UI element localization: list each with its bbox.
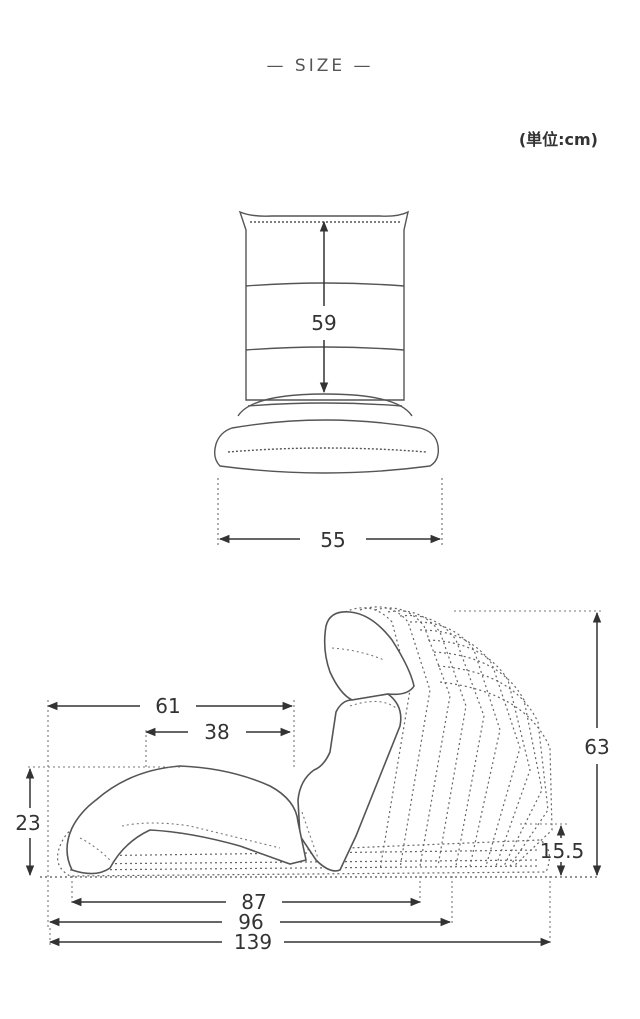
size-heading: — SIZE — xyxy=(266,56,374,76)
dim-headrest-depth xyxy=(144,727,292,770)
dim-overall-height xyxy=(454,610,604,877)
label-depth-a: 87 xyxy=(241,890,266,914)
unit-label: (単位:cm) xyxy=(518,130,598,149)
label-seat-height: 23 xyxy=(15,811,40,835)
dim-top-depth xyxy=(46,700,295,930)
label-overall-height: 63 xyxy=(584,735,609,759)
label-depth-flat: 139 xyxy=(234,930,272,954)
dim-front-width xyxy=(217,478,443,546)
front-view-chair xyxy=(213,210,440,474)
label-front-height: 59 xyxy=(311,311,336,335)
dim-flat-height xyxy=(520,823,570,877)
dim-seat-height xyxy=(25,766,180,877)
dim-depth-b xyxy=(48,876,453,927)
label-front-width: 55 xyxy=(320,528,345,552)
dim-depth-a xyxy=(70,876,422,907)
label-headrest-depth: 38 xyxy=(204,720,229,744)
label-depth-b: 96 xyxy=(238,910,263,934)
label-flat-height: 15.5 xyxy=(540,839,585,863)
dim-depth-flat xyxy=(48,876,552,947)
side-view-chair xyxy=(66,610,415,875)
side-view-seams xyxy=(79,647,397,863)
label-top-depth: 61 xyxy=(155,694,180,718)
